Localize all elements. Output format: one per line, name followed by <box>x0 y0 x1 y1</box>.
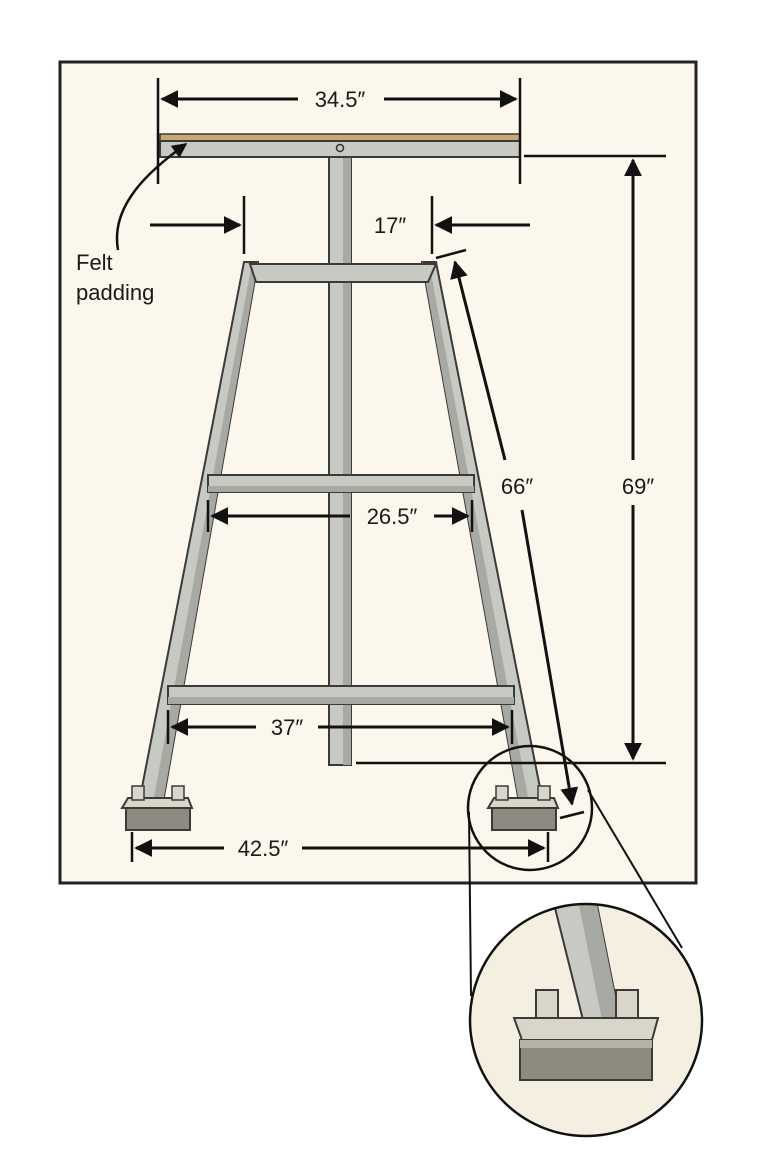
dim-middle-rail: 26.5″ <box>206 500 474 532</box>
detail-magnifier-ring <box>466 744 594 872</box>
dim-overall-height-label: 69″ <box>622 474 654 499</box>
dim-top-rail-label: 17″ <box>374 213 406 238</box>
left-foot <box>120 785 194 831</box>
felt-padding-callout: Felt padding <box>76 142 188 305</box>
felt-padding-label-line2: padding <box>76 280 154 305</box>
top-rail <box>248 263 438 283</box>
dim-leg-length-label: 66″ <box>501 474 533 499</box>
center-post <box>328 154 352 766</box>
felt-padding-label-line1: Felt <box>76 250 113 275</box>
middle-rail <box>207 474 475 493</box>
lower-rail <box>167 685 515 705</box>
dim-middle-rail-label: 26.5″ <box>367 504 418 529</box>
detail-connector-left <box>468 811 472 997</box>
detail-connector-right <box>587 789 683 949</box>
dim-top-rail: 17″ <box>150 196 530 254</box>
foot-detail-inset <box>468 902 704 1138</box>
dim-lower-rail: 37″ <box>166 710 514 744</box>
felt-padding-strip <box>159 133 521 142</box>
top-bar-bolt <box>335 143 345 153</box>
right-foot <box>486 785 560 831</box>
dim-base-width: 42.5″ <box>130 832 550 862</box>
dim-base-width-label: 42.5″ <box>238 836 289 861</box>
dim-overall-height: 69″ <box>356 154 666 765</box>
dim-top-width-label: 34.5″ <box>315 87 366 112</box>
top-bar <box>159 133 521 158</box>
dim-lower-rail-label: 37″ <box>271 715 303 740</box>
